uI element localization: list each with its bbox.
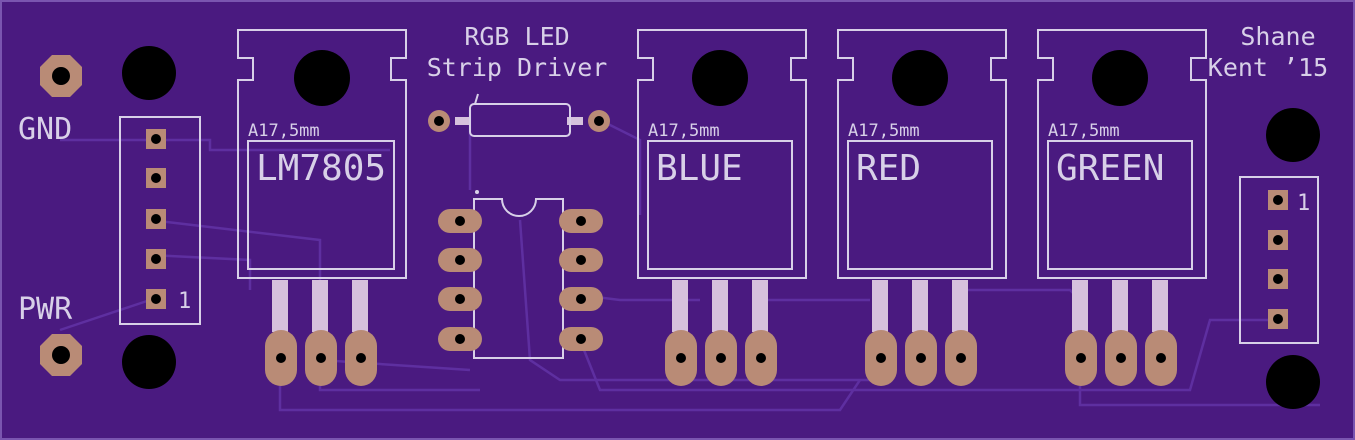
resistor bbox=[428, 93, 610, 137]
dip8-chip bbox=[438, 190, 603, 359]
right-header: 1 bbox=[1239, 176, 1319, 344]
pwr-pad bbox=[40, 334, 82, 376]
author-line2: Kent ’15 bbox=[1208, 53, 1328, 82]
regulator-size-label: A17,5mm bbox=[848, 121, 920, 141]
regulator-size-label: A17,5mm bbox=[248, 121, 320, 141]
regulator-green: A17,5mm GREEN bbox=[1037, 29, 1207, 386]
regulator-size-label: A17,5mm bbox=[1048, 121, 1120, 141]
regulator-blue: A17,5mm BLUE bbox=[637, 29, 807, 386]
regulator-lm7805: A17,5mm LM7805 bbox=[237, 29, 407, 386]
regulator-red: A17,5mm RED bbox=[837, 29, 1007, 386]
board-title-line2: Strip Driver bbox=[427, 53, 608, 82]
left-header: 1 bbox=[119, 116, 201, 325]
mounting-hole bbox=[1266, 355, 1320, 409]
regulator-size-label: A17,5mm bbox=[648, 121, 720, 141]
mounting-hole bbox=[122, 46, 176, 100]
board-title-line1: RGB LED bbox=[464, 22, 569, 51]
mounting-hole bbox=[122, 335, 176, 389]
regulator-name-label: LM7805 bbox=[256, 148, 386, 189]
author-line1: Shane bbox=[1240, 22, 1315, 51]
pwr-label: PWR bbox=[18, 292, 73, 327]
mounting-hole bbox=[1266, 108, 1320, 162]
regulator-name-label: GREEN bbox=[1056, 148, 1164, 189]
gnd-pad bbox=[40, 55, 82, 97]
regulator-name-label: BLUE bbox=[656, 148, 743, 189]
regulator-name-label: RED bbox=[856, 148, 921, 189]
gnd-label: GND bbox=[18, 112, 72, 147]
left-header-pin1-label: 1 bbox=[178, 289, 191, 314]
right-header-pin1-label: 1 bbox=[1297, 191, 1310, 216]
